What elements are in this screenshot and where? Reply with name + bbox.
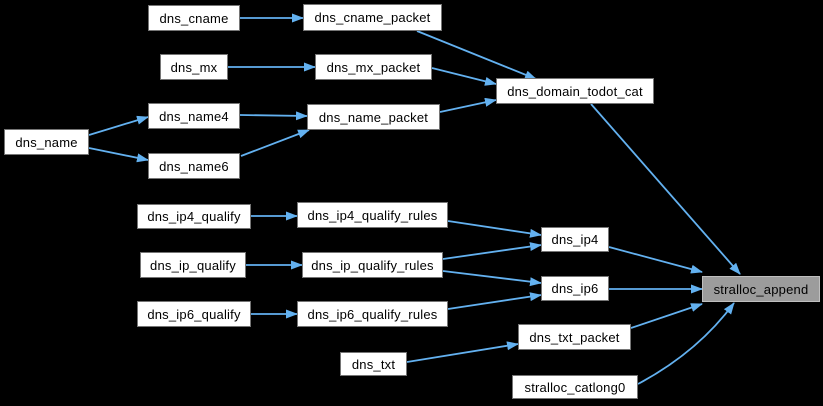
graph-node-dns_txt_packet[interactable]: dns_txt_packet <box>518 324 631 350</box>
edge-dns_ip4_qualify_rules-to-dns_ip4 <box>447 220 542 238</box>
edge-dns_ip_qualify_rules-to-dns_ip6 <box>442 270 542 287</box>
graph-node-dns_name[interactable]: dns_name <box>4 129 89 155</box>
graph-node-dns_ip4[interactable]: dns_ip4 <box>541 227 609 252</box>
graph-node-dns_mx_packet[interactable]: dns_mx_packet <box>315 54 432 80</box>
graph-node-dns_cname_packet[interactable]: dns_cname_packet <box>303 4 442 31</box>
graph-node-stralloc_catlong0[interactable]: stralloc_catlong0 <box>512 375 638 399</box>
graph-node-dns_cname[interactable]: dns_cname <box>148 5 240 31</box>
edge-dns_name-to-dns_name4 <box>88 115 149 136</box>
edge-dns_cname_packet-to-dns_domain_todot_cat <box>416 30 537 80</box>
graph-node-dns_name4[interactable]: dns_name4 <box>148 103 240 129</box>
edge-dns_ip4-to-stralloc_append <box>608 246 703 274</box>
edge-stralloc_catlong0-to-stralloc_append <box>637 302 735 385</box>
edge-dns_ip_qualify_rules-to-dns_ip4 <box>442 242 542 260</box>
graph-node-dns_ip_qualify[interactable]: dns_ip_qualify <box>140 252 246 278</box>
edge-dns_txt-to-dns_txt_packet <box>406 341 519 363</box>
edge-dns_domain_todot_cat-to-stralloc_append <box>590 103 741 275</box>
graph-node-dns_ip6_qualify[interactable]: dns_ip6_qualify <box>137 301 251 327</box>
graph-node-dns_txt[interactable]: dns_txt <box>340 352 407 376</box>
edge-dns_name6-to-dns_name_packet <box>240 129 310 157</box>
graph-node-dns_name_packet[interactable]: dns_name_packet <box>307 104 440 130</box>
graph-node-dns_domain_todot_cat[interactable]: dns_domain_todot_cat <box>496 78 654 104</box>
edge-dns_ip6_qualify_rules-to-dns_ip6 <box>447 292 542 310</box>
graph-node-stralloc_append: stralloc_append <box>702 276 820 302</box>
edge-dns_txt_packet-to-stralloc_append <box>630 303 703 329</box>
graph-node-dns_ip6[interactable]: dns_ip6 <box>541 276 609 301</box>
edge-dns_mx_packet-to-dns_domain_todot_cat <box>431 67 497 86</box>
edge-dns_name-to-dns_name6 <box>88 147 149 163</box>
graph-node-dns_ip6_qualify_rules[interactable]: dns_ip6_qualify_rules <box>297 301 448 327</box>
edge-dns_name4-to-dns_name_packet <box>239 111 308 121</box>
graph-node-dns_ip4_qualify_rules[interactable]: dns_ip4_qualify_rules <box>297 202 448 228</box>
graph-node-dns_name6[interactable]: dns_name6 <box>148 153 240 179</box>
graph-node-dns_ip_qualify_rules[interactable]: dns_ip_qualify_rules <box>302 252 443 278</box>
edge-group <box>88 13 741 385</box>
graph-node-dns_mx[interactable]: dns_mx <box>160 54 228 80</box>
graph-node-dns_ip4_qualify[interactable]: dns_ip4_qualify <box>137 204 251 229</box>
edge-dns_name_packet-to-dns_domain_todot_cat <box>439 97 497 113</box>
